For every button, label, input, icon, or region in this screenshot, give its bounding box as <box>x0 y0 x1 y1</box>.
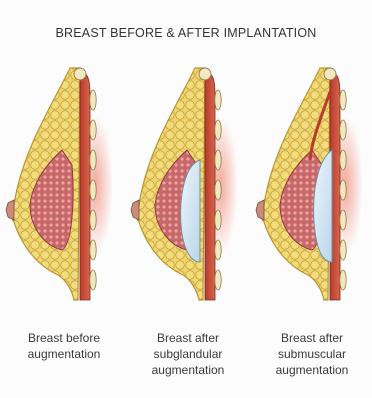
nipple <box>6 200 14 220</box>
caption-line: subglandular <box>128 346 248 362</box>
rib <box>215 120 221 140</box>
caption-line: submuscular <box>252 346 372 362</box>
rib <box>215 210 221 230</box>
pectoral-muscle <box>205 72 215 300</box>
rib <box>340 210 346 230</box>
rib <box>215 240 221 260</box>
rib <box>340 90 346 110</box>
rib <box>90 270 96 290</box>
panel-subglandular <box>131 68 238 300</box>
panel-submuscular <box>256 68 363 300</box>
rib <box>90 150 96 170</box>
clavicle <box>74 68 86 80</box>
caption-line: Breast after <box>252 330 372 346</box>
rib <box>90 90 96 110</box>
rib <box>90 120 96 140</box>
clavicle <box>199 68 211 80</box>
rib <box>215 180 221 200</box>
rib <box>215 270 221 290</box>
pectoral-muscle <box>80 72 90 300</box>
rib <box>340 270 346 290</box>
caption-submuscular: Breast after submuscular augmentation <box>252 330 372 378</box>
rib <box>90 180 96 200</box>
caption-before: Breast before augmentation <box>4 330 124 362</box>
rib <box>340 120 346 140</box>
nipple <box>131 200 139 220</box>
rib <box>215 150 221 170</box>
caption-subglandular: Breast after subglandular augmentation <box>128 330 248 378</box>
caption-line: Breast before <box>4 330 124 346</box>
caption-line: augmentation <box>252 362 372 378</box>
caption-line: augmentation <box>4 346 124 362</box>
panel-none <box>6 68 113 300</box>
rib <box>90 240 96 260</box>
rib <box>340 150 346 170</box>
caption-line: Breast after <box>128 330 248 346</box>
nipple <box>256 200 264 220</box>
rib <box>340 240 346 260</box>
rib <box>215 90 221 110</box>
rib <box>90 210 96 230</box>
caption-line: augmentation <box>128 362 248 378</box>
clavicle <box>324 68 336 80</box>
rib <box>340 180 346 200</box>
